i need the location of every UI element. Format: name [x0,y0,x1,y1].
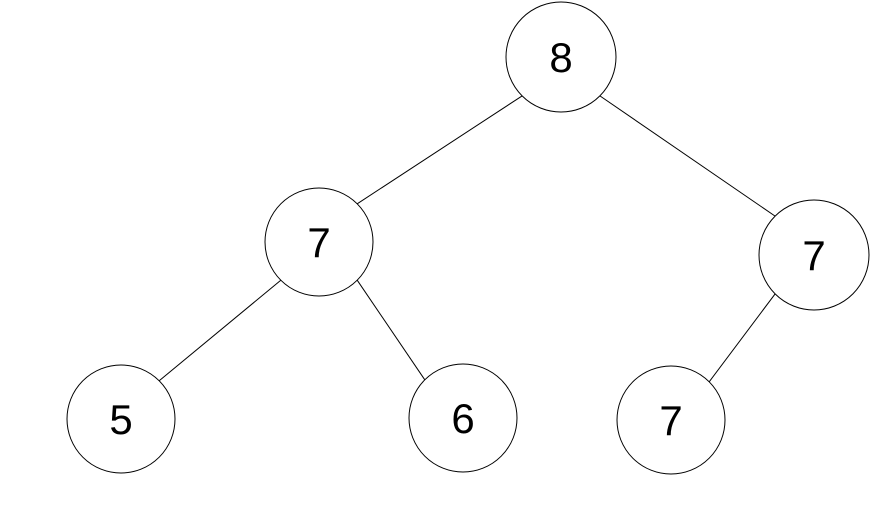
tree-node-root: 8 [505,1,617,113]
tree-node-circle [505,1,617,113]
tree-node-left-left: 5 [66,364,176,474]
tree-node-left-right: 6 [408,363,518,473]
tree-node-label: 7 [802,232,825,279]
tree-node-circle [408,363,518,473]
tree-edge-left-to-left-left [158,279,282,382]
tree-edge-right-to-right-left [708,293,776,383]
tree-node-label: 8 [549,34,572,81]
tree-node-circle [758,199,870,311]
tree-node-circle [264,187,374,297]
tree-node-left: 7 [264,187,374,297]
tree-node-label: 7 [659,397,682,444]
tree-node-right-left: 7 [616,365,726,475]
tree-node-label: 7 [307,219,330,266]
tree-node-circle [66,364,176,474]
tree-node-label: 5 [109,396,132,443]
tree-node-right: 7 [758,199,870,311]
tree-node-label: 6 [451,395,474,442]
tree-edge-root-to-right [599,95,776,217]
tree-edge-left-to-left-right [356,279,426,381]
tree-edge-root-to-left [356,95,523,205]
tree-node-circle [616,365,726,475]
